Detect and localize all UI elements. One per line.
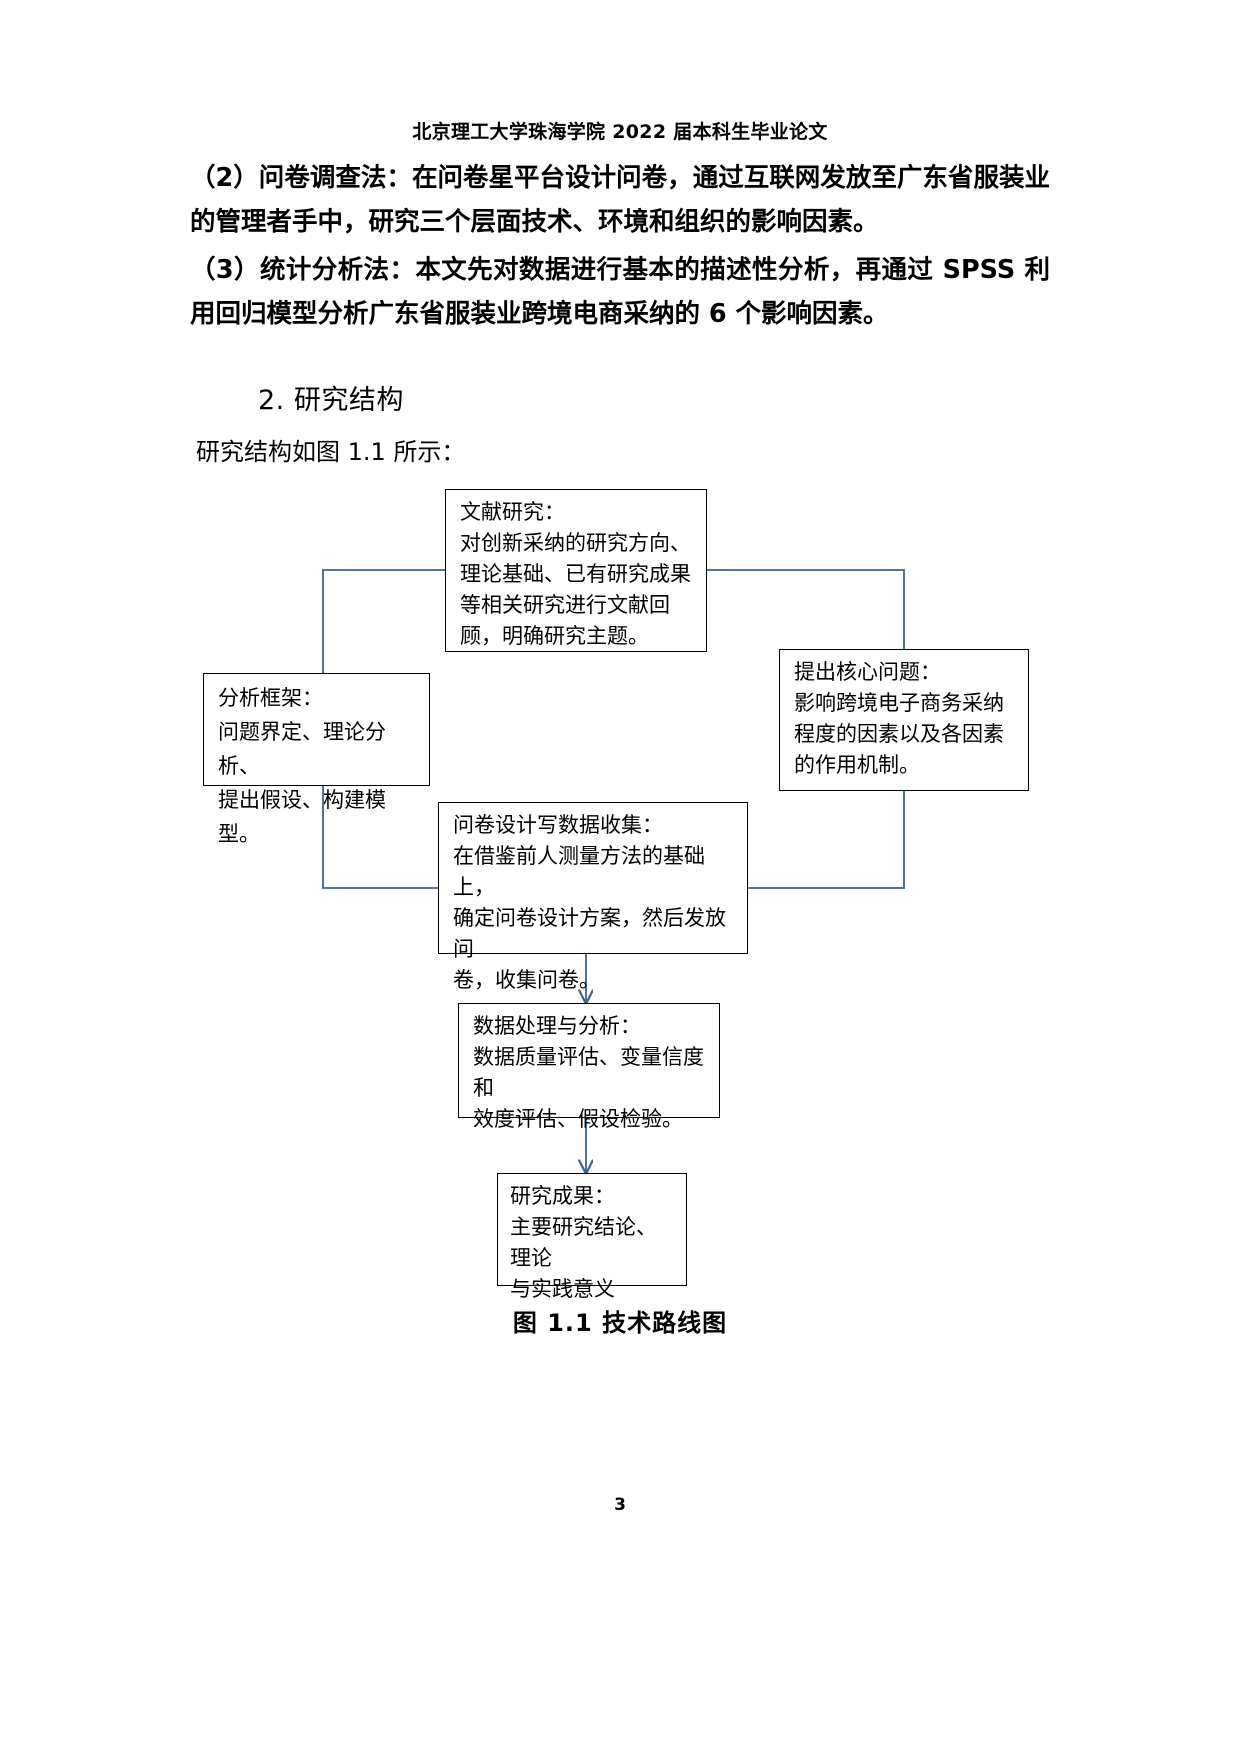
flow-node-research-result: 研究成果： 主要研究结论、理论 与实践意义 (497, 1173, 687, 1301)
paragraph-method-statistics: （3）统计分析法：本文先对数据进行基本的描述性分析，再通过 SPSS 利用回归模… (190, 255, 1050, 329)
connector-literature-to-core (707, 569, 905, 649)
connector-core-to-survey (748, 791, 905, 889)
flow-node-literature-review: 文献研究： 对创新采纳的研究方向、 理论基础、已有研究成果 等相关研究进行文献回… (445, 489, 707, 652)
running-header: 北京理工大学珠海学院 2022 届本科生毕业论文 (412, 121, 828, 143)
section-heading-research-structure: 2. 研究结构 (258, 385, 404, 416)
paragraph-method-questionnaire: （2）问卷调查法：在问卷星平台设计问卷，通过互联网发放至广东省服装业的管理者手中… (190, 163, 1050, 237)
flow-node-analysis-framework: 分析框架： 问题界定、理论分析、 提出假设、构建模型。 (203, 673, 430, 846)
page-number: 3 (614, 1495, 626, 1515)
figure-caption: 图 1.1 技术路线图 (512, 1309, 728, 1337)
flow-node-core-question: 提出核心问题： 影响跨境电子商务采纳 程度的因素以及各因素 的作用机制。 (779, 649, 1029, 791)
flow-node-data-processing: 数据处理与分析： 数据质量评估、变量信度和 效度评估、假设检验。 (458, 1003, 720, 1131)
figure-lead-line: 研究结构如图 1.1 所示： (196, 438, 466, 466)
connector-literature-to-framework (322, 569, 445, 673)
flow-node-questionnaire-design: 问卷设计写数据收集： 在借鉴前人测量方法的基础上， 确定问卷设计方案，然后发放问… (438, 802, 748, 992)
